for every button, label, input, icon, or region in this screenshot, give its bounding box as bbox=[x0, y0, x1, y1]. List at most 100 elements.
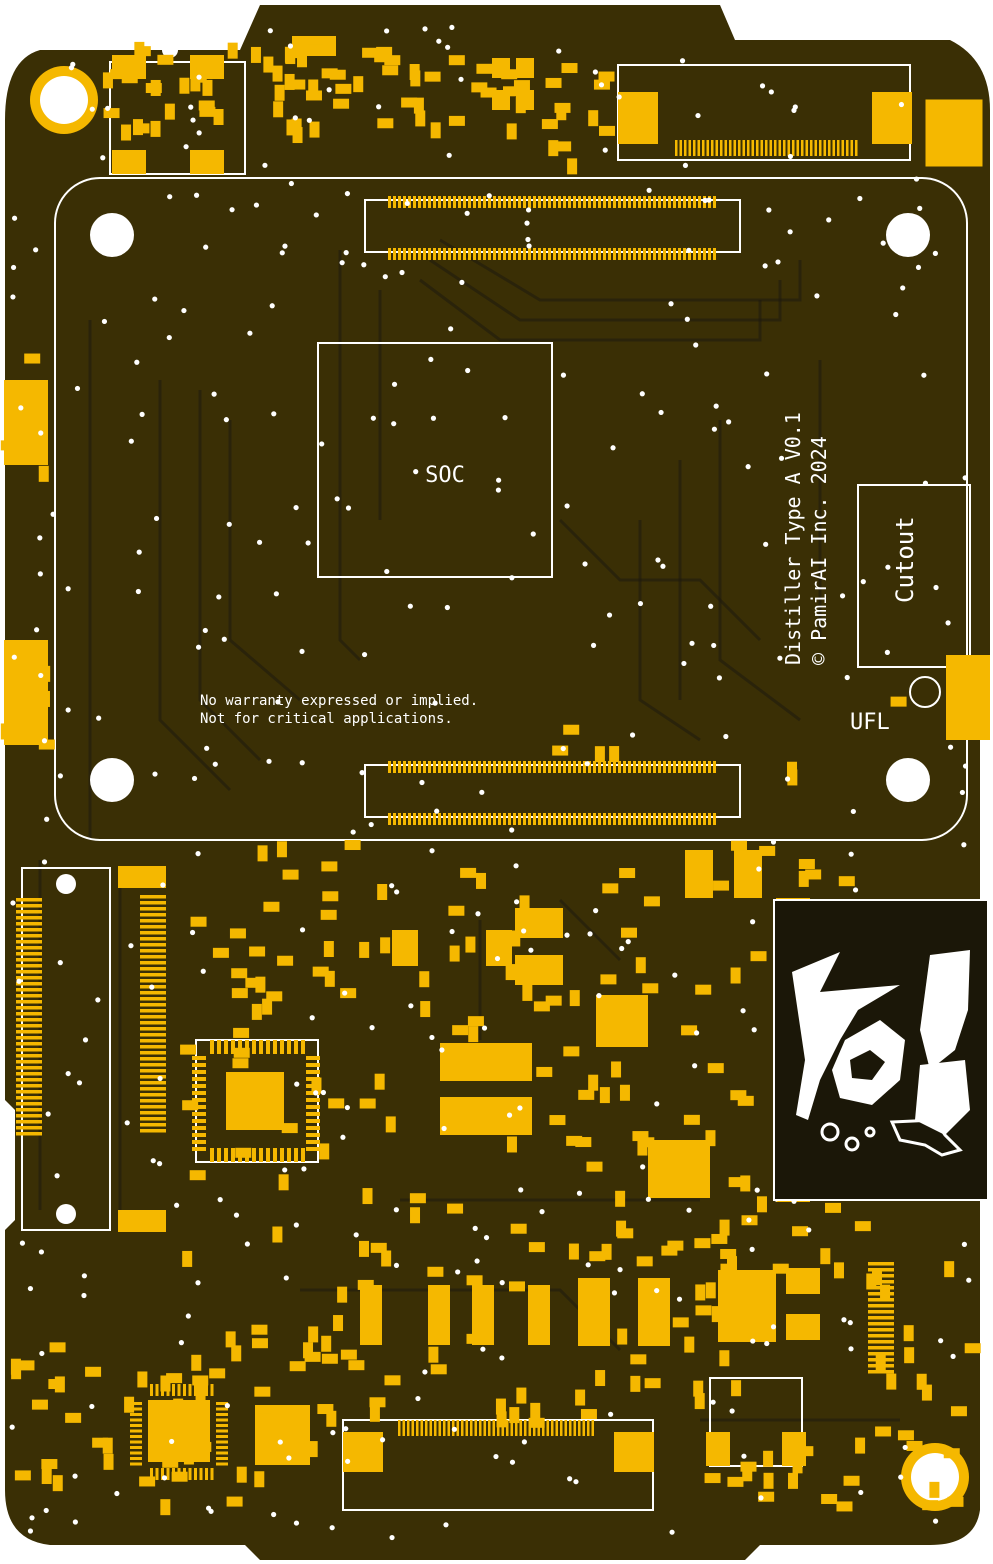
via bbox=[95, 997, 101, 1003]
side-pin bbox=[140, 1021, 166, 1025]
connector-pin bbox=[458, 248, 461, 260]
connector-pin bbox=[473, 196, 476, 208]
via bbox=[404, 200, 410, 207]
smd-pad bbox=[880, 1284, 891, 1301]
connector-pin bbox=[628, 248, 631, 260]
side-pin bbox=[16, 1114, 42, 1118]
connector-pin bbox=[513, 761, 516, 773]
connector-pin bbox=[393, 761, 396, 773]
via bbox=[54, 1173, 60, 1179]
connector-pin bbox=[588, 248, 591, 260]
smd-pad bbox=[324, 970, 335, 987]
fpc-pin bbox=[760, 140, 763, 156]
disclaimer-line1: No warranty expressed or implied. bbox=[200, 693, 478, 709]
smd-pad bbox=[944, 1261, 955, 1278]
smd-pad bbox=[513, 80, 530, 91]
via bbox=[726, 419, 732, 425]
connector-pin bbox=[598, 196, 601, 208]
connector-pin bbox=[488, 248, 491, 260]
fpc-pin bbox=[733, 140, 736, 156]
qfn-pin bbox=[216, 1446, 228, 1449]
via bbox=[576, 1190, 583, 1196]
smd-pad bbox=[602, 883, 619, 894]
smd-pad bbox=[255, 976, 266, 993]
via bbox=[299, 927, 306, 933]
smd-pad bbox=[377, 884, 388, 901]
via bbox=[415, 1395, 421, 1402]
smd-pad bbox=[41, 1459, 58, 1470]
smd-pad bbox=[585, 1333, 602, 1344]
connector-pin bbox=[483, 813, 486, 825]
smd-pad bbox=[272, 1226, 283, 1243]
connector-pin bbox=[493, 761, 496, 773]
smd-pad bbox=[694, 1238, 711, 1249]
mcu-pin bbox=[306, 1126, 320, 1130]
via bbox=[525, 236, 531, 243]
smd-pad bbox=[225, 1331, 236, 1348]
via bbox=[932, 1518, 939, 1524]
side-pin bbox=[16, 958, 42, 962]
mcu-pin bbox=[259, 1148, 263, 1162]
connector-pin bbox=[658, 813, 661, 825]
via bbox=[149, 984, 155, 990]
smd-pad bbox=[705, 1130, 716, 1147]
via bbox=[344, 1104, 350, 1111]
via bbox=[174, 1202, 180, 1208]
side-pin bbox=[16, 1030, 42, 1034]
mcu-pin bbox=[306, 1105, 320, 1109]
connector-pin bbox=[593, 196, 596, 208]
via bbox=[38, 672, 44, 679]
via bbox=[787, 229, 793, 235]
board-outline bbox=[5, 5, 990, 1560]
via bbox=[293, 504, 299, 511]
smd-pad bbox=[855, 1437, 866, 1454]
connector-pin bbox=[653, 813, 656, 825]
side-pin bbox=[16, 970, 42, 974]
via bbox=[692, 1063, 698, 1069]
fpc-pin bbox=[742, 140, 745, 156]
mcu-pin bbox=[238, 1040, 242, 1054]
smd-pad bbox=[319, 1143, 330, 1160]
connector-pin bbox=[618, 248, 621, 260]
via bbox=[105, 105, 111, 111]
fpc-pin bbox=[434, 1420, 437, 1436]
via bbox=[777, 655, 783, 661]
via bbox=[509, 827, 515, 833]
via bbox=[893, 786, 899, 793]
via bbox=[436, 38, 442, 44]
smd-pad bbox=[792, 1457, 803, 1474]
smd-pad bbox=[561, 63, 578, 74]
qfn-pin bbox=[130, 1435, 142, 1438]
smd-pad bbox=[522, 984, 533, 1001]
via bbox=[74, 385, 81, 392]
connector-pin bbox=[613, 761, 616, 773]
via bbox=[43, 1507, 49, 1514]
via bbox=[756, 866, 762, 872]
side-pin bbox=[16, 1054, 42, 1058]
connector-pin bbox=[633, 196, 636, 208]
connector-pin bbox=[498, 196, 501, 208]
mcu-pin bbox=[192, 1105, 206, 1109]
via bbox=[350, 829, 356, 835]
smd-pad bbox=[509, 1407, 520, 1424]
fpc-pin bbox=[497, 1420, 500, 1436]
soc-label: SOC bbox=[425, 463, 465, 488]
connector-pin bbox=[563, 196, 566, 208]
via bbox=[961, 1241, 968, 1247]
connector-pin bbox=[388, 813, 391, 825]
connector-pin bbox=[508, 761, 511, 773]
smd-pad bbox=[282, 869, 299, 880]
smd-pad bbox=[427, 1266, 444, 1277]
via bbox=[11, 215, 18, 221]
fpc-pin bbox=[429, 1420, 432, 1436]
connector-pin bbox=[573, 761, 576, 773]
fpc-pin bbox=[774, 140, 777, 156]
via bbox=[839, 593, 846, 599]
via bbox=[509, 575, 515, 581]
fpc-pin bbox=[479, 1420, 482, 1436]
connector-pin bbox=[528, 196, 531, 208]
connector-pin bbox=[528, 248, 531, 260]
mcu-pin bbox=[217, 1148, 221, 1162]
connector-pin bbox=[543, 196, 546, 208]
via bbox=[524, 220, 530, 226]
